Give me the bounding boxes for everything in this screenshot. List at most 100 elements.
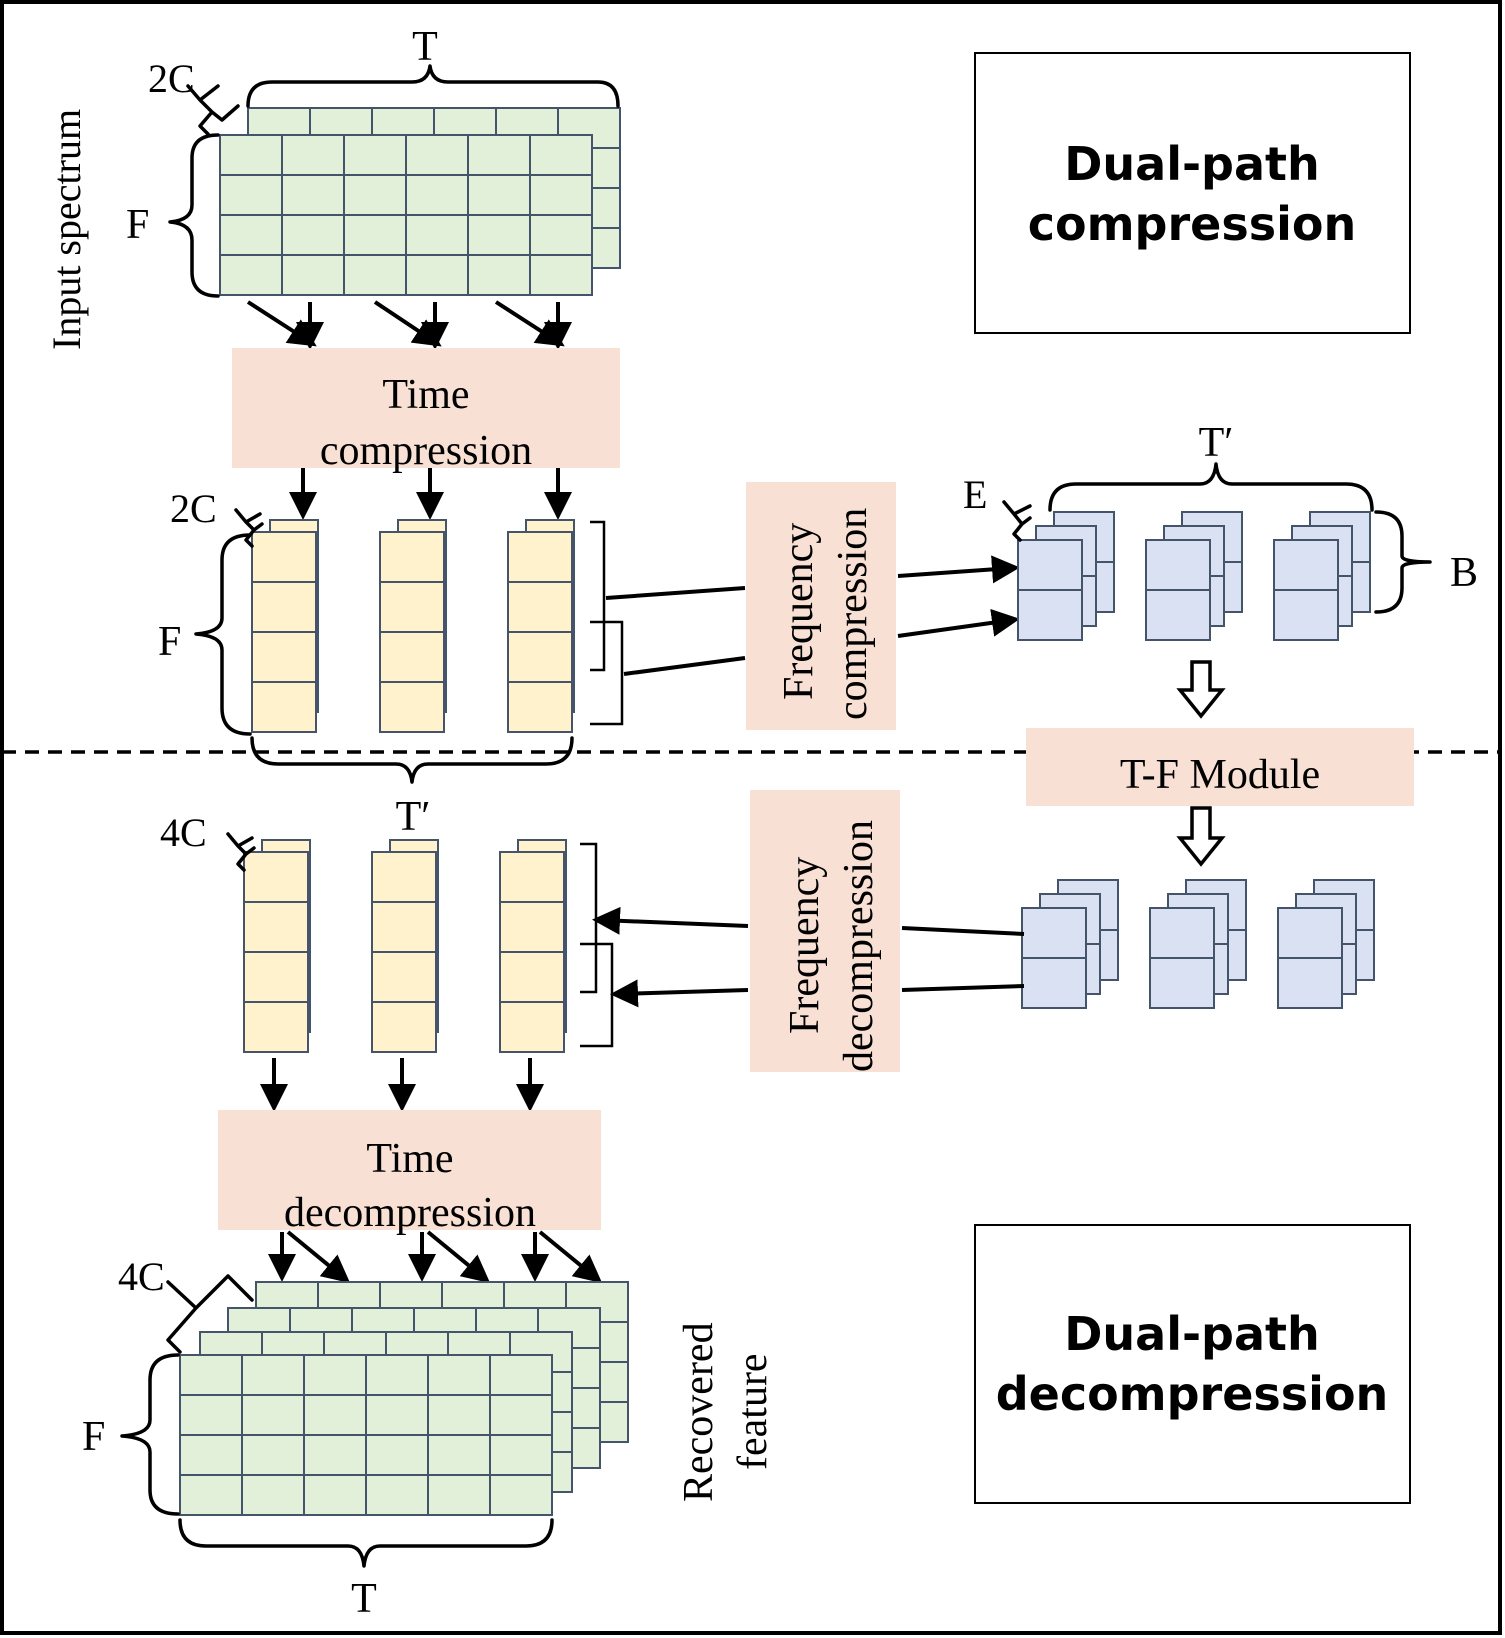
freq-stack-front-2 [1145, 539, 1211, 641]
tf-module-block: T-F Module [1026, 728, 1414, 806]
grid-cell [251, 631, 317, 683]
grid-cell [405, 174, 469, 216]
grid-cell [243, 851, 309, 903]
grid-cell [529, 214, 593, 256]
grid-cell [241, 1474, 305, 1516]
grid-cell [179, 1474, 243, 1516]
legend-compression: Dual-path compression [974, 52, 1411, 334]
frequency-decompression-block: Frequency decompression [750, 790, 900, 1072]
grid-cell [499, 1001, 565, 1053]
grid-cell [303, 1394, 367, 1436]
grid-cell [371, 851, 437, 903]
grid-cell [243, 951, 309, 1003]
hollow-arrow-from-tf [1176, 806, 1226, 867]
grid-cell [379, 581, 445, 633]
recovered-f-label: F [82, 1414, 105, 1460]
input-t-label: T [412, 24, 438, 70]
grid-cell [281, 134, 345, 176]
grid-cell [489, 1434, 553, 1476]
input-f-label: F [126, 202, 149, 248]
grid-cell [365, 1434, 429, 1476]
grid-cell [405, 214, 469, 256]
freq-tprime-label: T′ [1199, 420, 1234, 466]
frequency-decompression-line2: decompression [836, 820, 882, 1072]
grid-cell [241, 1354, 305, 1396]
grid-cell [219, 174, 283, 216]
grid-cell [379, 631, 445, 683]
from-frequency-decompression-lines [592, 906, 1025, 1008]
grid-cell [1149, 957, 1215, 1009]
grid-cell [529, 134, 593, 176]
stack-bracket-c [580, 842, 598, 994]
time-decompression-line1: Time [366, 1136, 453, 1182]
grid-cell [241, 1434, 305, 1476]
time-stack-front-1 [251, 531, 317, 733]
grid-cell [179, 1354, 243, 1396]
frequency-compression-line2: compression [830, 508, 876, 720]
grid-cell [507, 681, 573, 733]
grid-cell [251, 531, 317, 583]
time-2c-label: 2C [170, 486, 217, 531]
time-compression-line2: compression [320, 428, 532, 474]
recovered-f-brace [120, 1353, 180, 1516]
legend-decompression-line1: Dual-path [1064, 1307, 1320, 1361]
grid-cell [179, 1394, 243, 1436]
grid-cell [219, 134, 283, 176]
grid-cell [1017, 589, 1083, 641]
hollow-arrow-to-tf [1176, 660, 1226, 719]
tf-stack-front-2 [1149, 907, 1215, 1009]
grid-cell [379, 531, 445, 583]
grid-cell [529, 174, 593, 216]
grid-cell [343, 174, 407, 216]
input-to-time-arrows [246, 300, 572, 350]
grid-cell [467, 174, 531, 216]
grid-cell [1017, 539, 1083, 591]
grid-cell [303, 1474, 367, 1516]
time-tprime-label: T′ [396, 794, 431, 840]
grid-cell [507, 581, 573, 633]
grid-cell [467, 214, 531, 256]
freq-b-brace [1374, 510, 1432, 614]
time-decompression-line2: decompression [284, 1190, 536, 1236]
grid-cell [251, 681, 317, 733]
grid-cell [251, 581, 317, 633]
freq-tprime-brace [1048, 462, 1374, 512]
legend-decompression-line2: decompression [996, 1367, 1389, 1421]
grid-cell [499, 951, 565, 1003]
time-stack-front-2 [379, 531, 445, 733]
legend-decompression: Dual-path decompression [974, 1224, 1411, 1504]
time-tprime-brace [250, 736, 574, 784]
recovered-feature-label-line2: feature [730, 1353, 776, 1470]
grid-cell [1277, 957, 1343, 1009]
legend-compression-line2: compression [1028, 197, 1357, 251]
frequency-compressed-stacks [1017, 511, 1371, 641]
freq-stack-front-3 [1273, 539, 1339, 641]
grid-cell [405, 134, 469, 176]
grid-cell [1021, 907, 1087, 959]
freq-e-brace [1002, 500, 1032, 542]
grid-cell [1273, 589, 1339, 641]
grid-cell [427, 1394, 491, 1436]
grid-cell [507, 631, 573, 683]
bottom-4c-brace [226, 832, 256, 872]
stack-to-time-arrows [260, 1058, 544, 1112]
grid-cell [365, 1474, 429, 1516]
legend-compression-line1: Dual-path [1064, 137, 1320, 191]
recovered-4c-label: 4C [118, 1254, 165, 1299]
grid-cell [343, 134, 407, 176]
frequency-decompression-line1: Frequency [782, 857, 828, 1034]
grid-cell [219, 254, 283, 296]
grid-cell [427, 1354, 491, 1396]
grid-cell [281, 174, 345, 216]
grid-cell [467, 254, 531, 296]
time-stack-front-3 [507, 531, 573, 733]
time-f-brace [194, 533, 252, 736]
grid-cell [427, 1474, 491, 1516]
frequency-compression-line1: Frequency [776, 523, 822, 700]
stack-bracket-a [590, 520, 606, 672]
time-2c-brace [234, 508, 264, 548]
decomp-stack-front-1 [243, 851, 309, 1053]
time-compression-block: Time compression [232, 348, 620, 474]
